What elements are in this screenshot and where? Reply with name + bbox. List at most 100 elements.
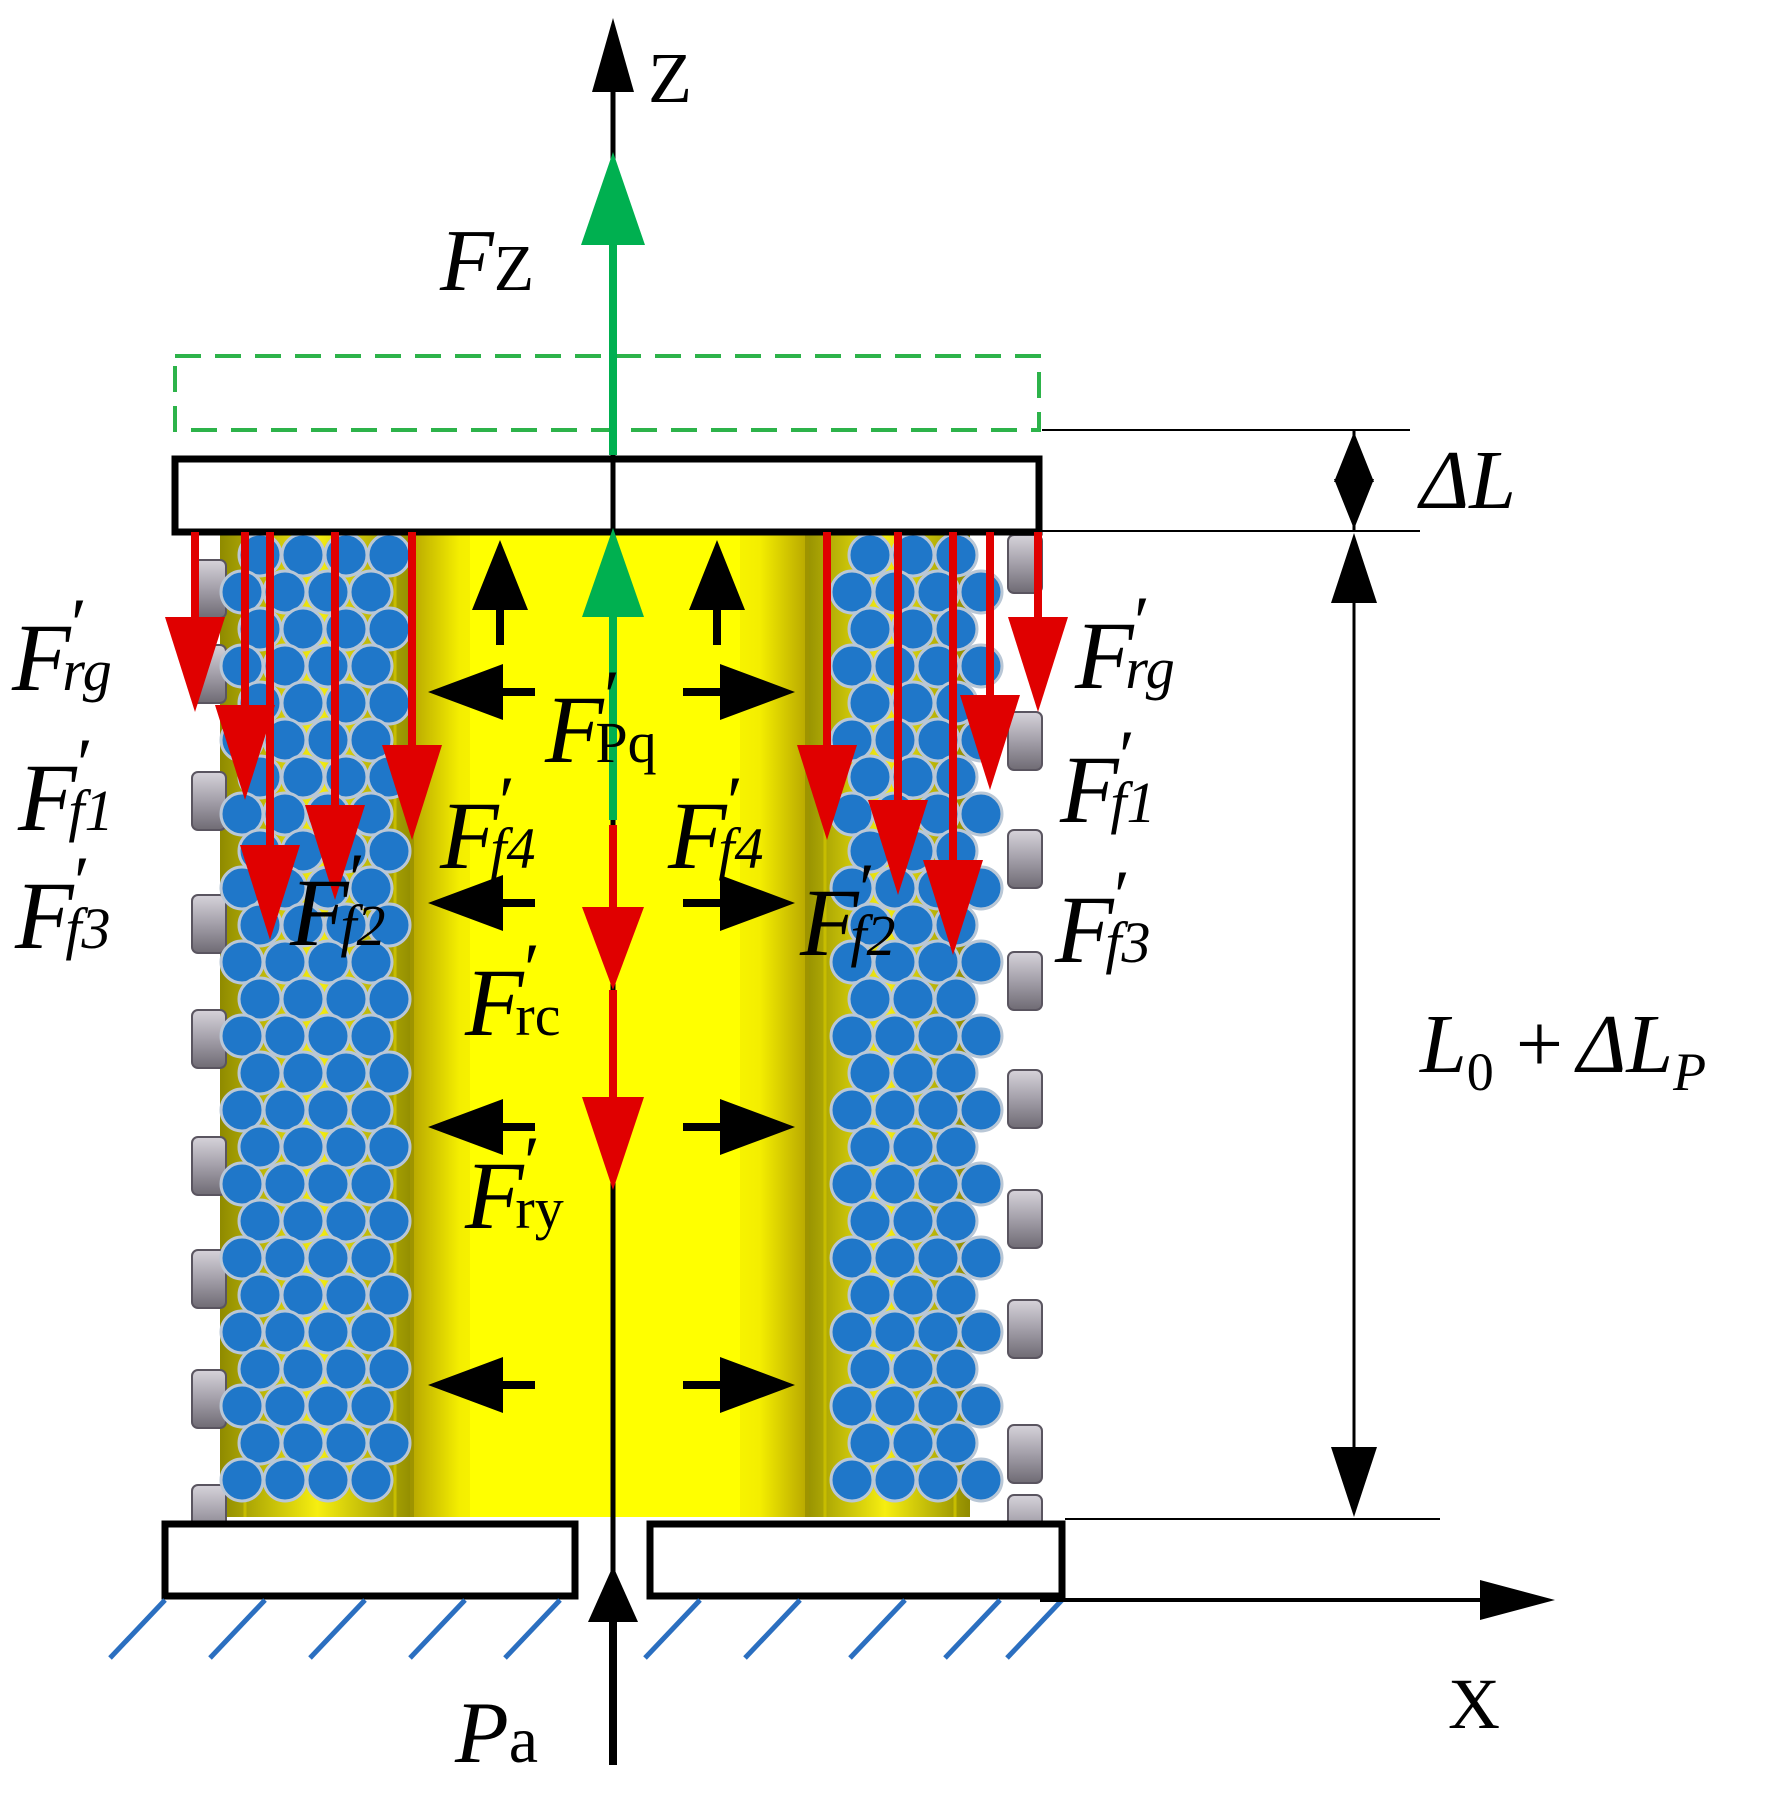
particle [280, 1420, 326, 1466]
bellows-tooth [1007, 829, 1043, 889]
length-label: L0+ΔLP [1419, 998, 1706, 1102]
particle [366, 902, 412, 948]
particle [323, 1346, 369, 1392]
particle [829, 1013, 875, 1059]
friction-arrowhead [923, 860, 983, 955]
particle [219, 1013, 265, 1059]
particle [915, 1013, 961, 1059]
friction-arrowhead [165, 617, 225, 712]
particle [237, 1050, 283, 1096]
x-axis-label: X [1448, 1664, 1500, 1744]
particle [829, 1383, 875, 1429]
particle [933, 1420, 979, 1466]
particle [348, 1457, 394, 1503]
particle [872, 1161, 918, 1207]
pressure-arrowhead [428, 664, 503, 720]
particle [237, 1198, 283, 1244]
particle [829, 1087, 875, 1133]
bellows-tooth [191, 1136, 227, 1196]
hatch-line [308, 1598, 367, 1660]
bellows-tooth [1007, 1424, 1043, 1484]
pressure-arrowhead [720, 664, 795, 720]
particle [958, 569, 1004, 615]
particle [280, 1346, 326, 1392]
pressure-arrowhead [428, 1099, 503, 1155]
particle [829, 643, 875, 689]
fz-label: FZ [439, 213, 534, 310]
particle [280, 976, 326, 1022]
particle [237, 1124, 283, 1170]
z-axis-label: Z [648, 38, 692, 118]
particle [829, 1235, 875, 1281]
friction-arrowhead [1008, 617, 1068, 712]
particle [915, 1087, 961, 1133]
particle [323, 1050, 369, 1096]
hatch-line [108, 1598, 167, 1660]
particle [872, 1235, 918, 1281]
particle [219, 1087, 265, 1133]
particle [280, 680, 326, 726]
friction-arrowhead [215, 705, 275, 800]
bellows-tooth [191, 894, 227, 954]
force-label-fpq: F′Pq [544, 656, 657, 783]
particle [958, 1383, 1004, 1429]
particle [890, 976, 936, 1022]
particle [890, 1420, 936, 1466]
particle [262, 1013, 308, 1059]
particle [958, 939, 1004, 985]
particle [348, 1161, 394, 1207]
friction-arrows [165, 532, 1068, 955]
hatch-line [848, 1598, 907, 1660]
particle [348, 1383, 394, 1429]
particle [305, 1457, 351, 1503]
particle [280, 1124, 326, 1170]
particle [958, 1457, 1004, 1503]
particle [829, 569, 875, 615]
particle [933, 1272, 979, 1318]
particle [305, 1383, 351, 1429]
particle [915, 1161, 961, 1207]
bellows-tooth [1007, 951, 1043, 1011]
friction-arrowhead [240, 845, 300, 940]
particle [890, 1198, 936, 1244]
particle [829, 1457, 875, 1503]
particle [305, 1235, 351, 1281]
particle [348, 1087, 394, 1133]
particle [847, 1198, 893, 1244]
friction-arrowhead [382, 745, 442, 840]
particle [829, 1161, 875, 1207]
particle [348, 569, 394, 615]
particle [280, 754, 326, 800]
particle [262, 1161, 308, 1207]
particle [847, 606, 893, 652]
particle [847, 680, 893, 726]
particle [890, 1124, 936, 1170]
hatch-line [208, 1598, 267, 1660]
particle [933, 1198, 979, 1244]
particle [305, 1161, 351, 1207]
particle [829, 1309, 875, 1355]
particle [958, 1309, 1004, 1355]
particle [305, 1309, 351, 1355]
particle [323, 1124, 369, 1170]
force-label-ff1-right: F′f1 [1059, 716, 1156, 843]
force-label-ff4-left: F′f4 [439, 762, 536, 889]
delta-l-dimension [1042, 429, 1420, 532]
particle [305, 1087, 351, 1133]
bellows-tooth [1007, 1299, 1043, 1359]
pressure-arrowhead [689, 540, 745, 610]
particle [847, 1346, 893, 1392]
bellows-tooth [1007, 711, 1043, 771]
initial-plate-position-dashed [173, 354, 1041, 432]
core-center [470, 532, 740, 1517]
particle [219, 791, 265, 837]
particle [323, 1198, 369, 1244]
hatch-line [743, 1598, 802, 1660]
particle [219, 1457, 265, 1503]
particle [933, 976, 979, 1022]
particle [847, 1420, 893, 1466]
bellows-tooth [1007, 1069, 1043, 1129]
base-plate-right [646, 1520, 1066, 1600]
pressure-arrowhead [428, 1357, 503, 1413]
